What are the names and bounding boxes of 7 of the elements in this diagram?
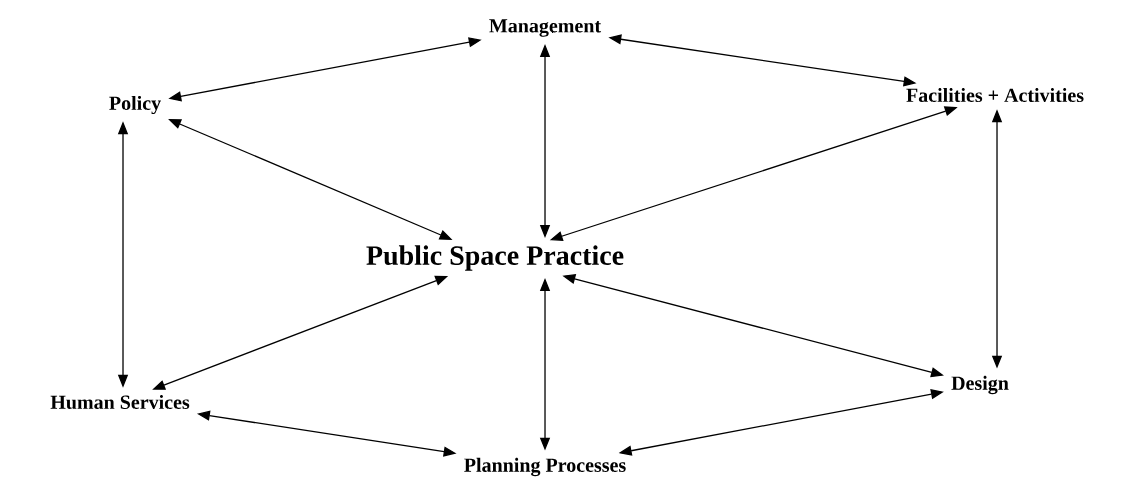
node-label: Planning Processes — [464, 457, 626, 477]
node-label: Design — [951, 375, 1009, 395]
node-label: Policy — [109, 95, 161, 115]
node-label: Human Services — [50, 394, 190, 410]
node-label: Facilities + Activities — [906, 87, 1084, 103]
node-label: Public Space Practice — [366, 245, 624, 271]
node-label: Management — [489, 19, 601, 37]
